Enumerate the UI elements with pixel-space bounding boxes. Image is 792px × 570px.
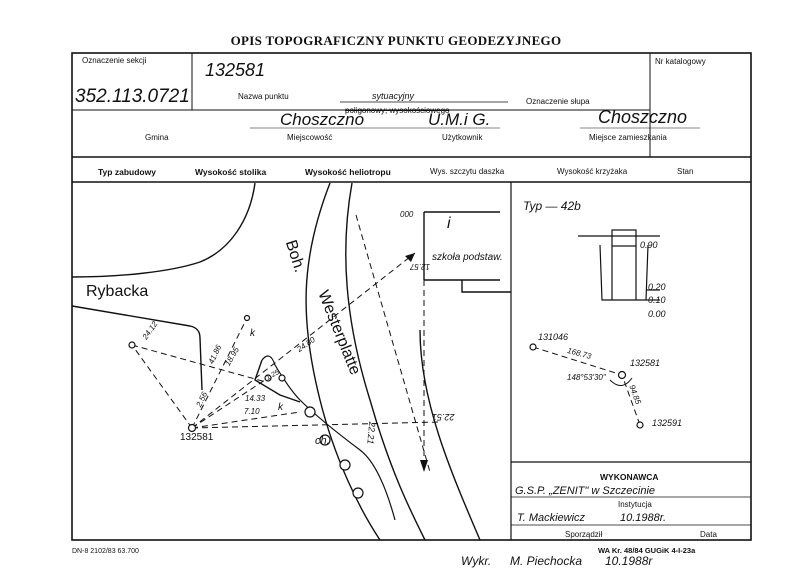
type-label: Typ — 42b xyxy=(523,199,581,213)
building-mark: i xyxy=(447,215,451,232)
sketch-points xyxy=(128,314,364,499)
print-code: WA Kr. 48/84 GUGiK 4-I-23a xyxy=(598,546,696,555)
sketch-k2: k xyxy=(278,402,283,413)
executed-label: Wykr. xyxy=(461,554,492,568)
col-header: Wysokość krzyżaka xyxy=(557,167,628,176)
user-value: U.M.i G. xyxy=(428,110,491,129)
col-header: Wysokość heliotropu xyxy=(305,167,391,177)
sketch-point-label: 132581 xyxy=(180,432,214,443)
user-label: Użytkownik xyxy=(442,133,483,142)
section-value: 352.113.0721 xyxy=(75,86,190,107)
network-point: 132591 xyxy=(652,418,683,428)
author-value: T. Mackiewicz xyxy=(517,512,586,524)
catalog-label: Nr katalogowy xyxy=(655,57,706,66)
sketch-lines xyxy=(71,182,511,541)
measure-label: 7.10 xyxy=(244,407,260,416)
col-header: Typ zabudowy xyxy=(98,167,156,177)
locality-label: Miejscowość xyxy=(287,133,333,142)
residence-value: Choszczno xyxy=(598,107,688,127)
author-label: Sporządził xyxy=(565,530,603,539)
form-code: DN-8 2102/83 63.700 xyxy=(72,548,139,555)
residence-label: Miejsce zamieszkania xyxy=(589,133,667,142)
type-diagram xyxy=(578,229,660,301)
contractor-title: WYKONAWCA xyxy=(600,472,659,482)
institution-value: G.S.P. „ZENIT" w Szczecinie xyxy=(515,485,656,497)
type-height: 0.90 xyxy=(640,240,658,250)
point-type-value: sytuacyjny xyxy=(372,91,415,101)
type-height: 0.10 xyxy=(648,295,666,305)
date-label: Data xyxy=(700,530,717,539)
executed-date: 10.1988r xyxy=(605,554,653,568)
type-height: 0.00 xyxy=(648,309,666,319)
street-rybacka: Rybacka xyxy=(86,283,149,300)
col-header: Wysokość stolika xyxy=(195,167,267,177)
municipality-value: Choszczno xyxy=(280,110,365,129)
col-header: Stan xyxy=(677,167,694,176)
measure-label: 14.33 xyxy=(245,394,266,403)
network-point: 131046 xyxy=(538,332,569,342)
sketch-ch-label: ch. xyxy=(315,435,330,447)
measure-label: 22.51 xyxy=(432,412,455,422)
section-label: Oznaczenie sekcji xyxy=(82,56,147,65)
sketch-measure-lines xyxy=(131,214,441,473)
pillar-label: Oznaczenie słupa xyxy=(526,97,590,106)
date-value: 10.1988r. xyxy=(620,512,667,524)
point-name-label: Nazwa punktu xyxy=(238,92,289,101)
point-type-options: poligonowy; wysokościowego xyxy=(345,106,450,115)
executed-by: M. Piechocka xyxy=(510,554,583,568)
sketch-k1: k xyxy=(250,328,255,339)
network-point: 132581 xyxy=(630,358,661,368)
measure-label: 12.57 xyxy=(410,262,431,271)
col-header: Wys. szczytu daszka xyxy=(430,167,505,176)
measure-label: 000 xyxy=(400,210,414,219)
institution-label: Instytucja xyxy=(618,500,652,509)
network-angle: 148°53'30" xyxy=(567,373,606,382)
municipality-label: Gmina xyxy=(145,133,169,142)
type-height: 0.20 xyxy=(648,282,666,292)
document-title: OPIS TOPOGRAFICZNY PUNKTU GEODEZYJNEGO xyxy=(230,33,562,48)
building-label: szkoła podstaw. xyxy=(432,252,503,263)
measure-label: 22.21 xyxy=(365,421,378,445)
point-number: 132581 xyxy=(205,60,266,80)
